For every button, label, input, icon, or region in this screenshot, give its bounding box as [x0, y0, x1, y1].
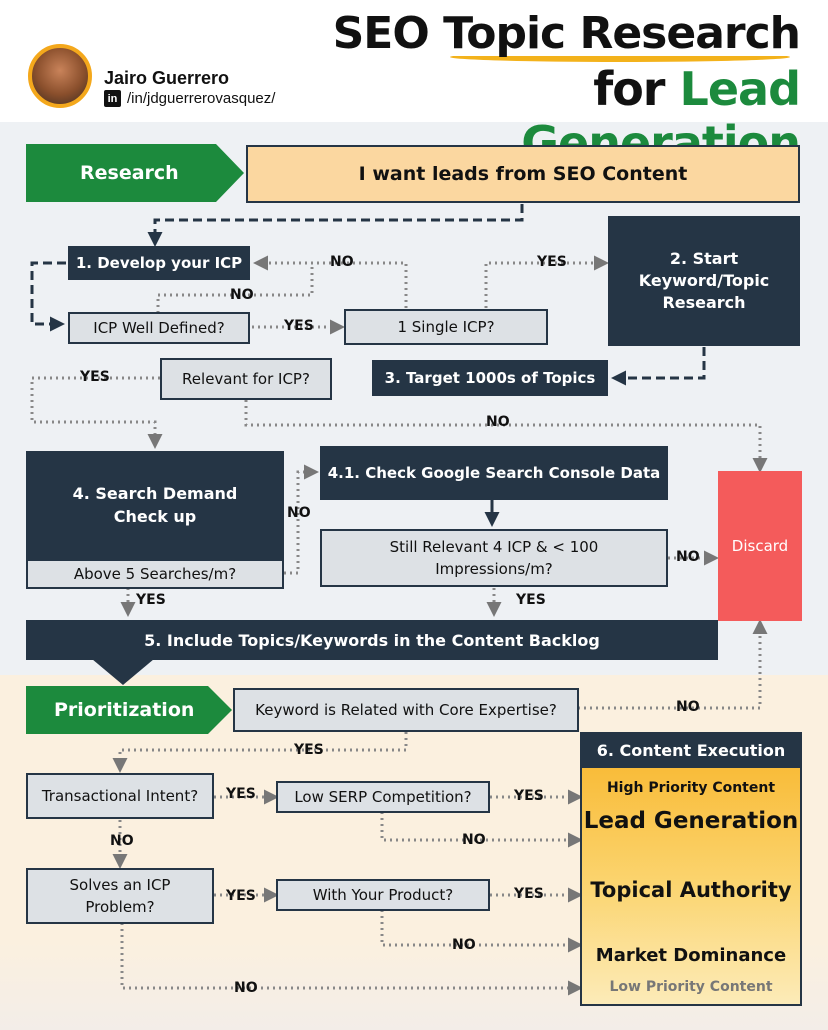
author-handle-row: in /in/jdguerrerovasquez/ — [104, 90, 275, 107]
goal-box: I want leads from SEO Content — [246, 145, 800, 203]
no-label-with-product: NO — [452, 937, 476, 953]
relevant-icp-decision: Relevant for ICP? — [160, 358, 332, 400]
low-serp-decision: Low SERP Competition? — [276, 781, 490, 813]
yes-label-icp-defined: YES — [284, 318, 314, 334]
still-relevant-decision: Still Relevant 4 ICP & < 100 Impressions… — [320, 529, 668, 587]
above-searches-decision: Above 5 Searches/m? — [26, 559, 284, 589]
yes-label-transactional: YES — [226, 786, 256, 802]
prioritization-section-arrow — [26, 686, 232, 734]
low-priority-label: Low Priority Content — [609, 979, 773, 995]
no-label-still-relevant: NO — [676, 549, 700, 565]
author-name: Jairo Guerrero — [104, 68, 230, 88]
target-topics-step: 3. Target 1000s of Topics — [372, 360, 608, 396]
check-gsc-step: 4.1. Check Google Search Console Data — [320, 446, 668, 500]
develop-icp-step: 1. Develop your ICP — [68, 246, 250, 280]
icp-well-defined-decision: ICP Well Defined? — [68, 312, 250, 344]
no-label-core-expertise: NO — [676, 699, 700, 715]
start-research-step: 2. Start Keyword/Topic Research — [608, 216, 800, 346]
lead-generation-label: Lead Generation — [583, 808, 799, 834]
title-prefix: for — [593, 62, 665, 116]
page-title-line1: SEO Topic Research — [332, 8, 801, 59]
linkedin-icon: in — [104, 90, 121, 107]
high-priority-label: High Priority Content — [606, 780, 776, 796]
with-product-decision: With Your Product? — [276, 879, 490, 911]
author-handle: /in/jdguerrerovasquez/ — [127, 90, 276, 107]
no-label-single-icp: NO — [330, 254, 354, 270]
search-demand-step: 4. Search Demand Check up — [26, 451, 284, 559]
yes-label-core-expertise: YES — [294, 742, 324, 758]
yes-label-relevant: YES — [80, 369, 110, 385]
yes-label-still-relevant: YES — [516, 592, 546, 608]
prioritization-section-label: Prioritization — [54, 699, 195, 721]
no-label-transactional: NO — [110, 833, 134, 849]
yes-label-low-serp: YES — [514, 788, 544, 804]
title-underline — [450, 52, 790, 62]
discard-box: Discard — [718, 471, 802, 621]
no-label-low-serp: NO — [462, 832, 486, 848]
no-label-solves-problem: NO — [234, 980, 258, 996]
no-label-searches: NO — [287, 505, 311, 521]
market-dominance-label: Market Dominance — [595, 945, 787, 966]
core-expertise-decision: Keyword is Related with Core Expertise? — [233, 688, 579, 732]
single-icp-decision: 1 Single ICP? — [344, 309, 548, 345]
research-section-label: Research — [80, 162, 179, 184]
yes-label-single-icp: YES — [537, 254, 567, 270]
backlog-down-arrow — [92, 659, 154, 685]
topical-authority-label: Topical Authority — [590, 878, 792, 902]
yes-label-searches: YES — [136, 592, 166, 608]
no-label-icp-defined: NO — [230, 287, 254, 303]
yes-label-solves-problem: YES — [226, 888, 256, 904]
research-section-arrow — [26, 144, 244, 202]
include-topics-step: 5. Include Topics/Keywords in the Conten… — [26, 620, 718, 660]
author-avatar — [28, 44, 92, 108]
transactional-intent-decision: Transactional Intent? — [26, 773, 214, 819]
content-execution-panel — [580, 732, 802, 1006]
solves-problem-decision: Solves an ICP Problem? — [26, 868, 214, 924]
content-execution-title: 6. Content Execution — [580, 732, 802, 768]
yes-label-with-product: YES — [514, 886, 544, 902]
no-label-relevant: NO — [486, 414, 510, 430]
